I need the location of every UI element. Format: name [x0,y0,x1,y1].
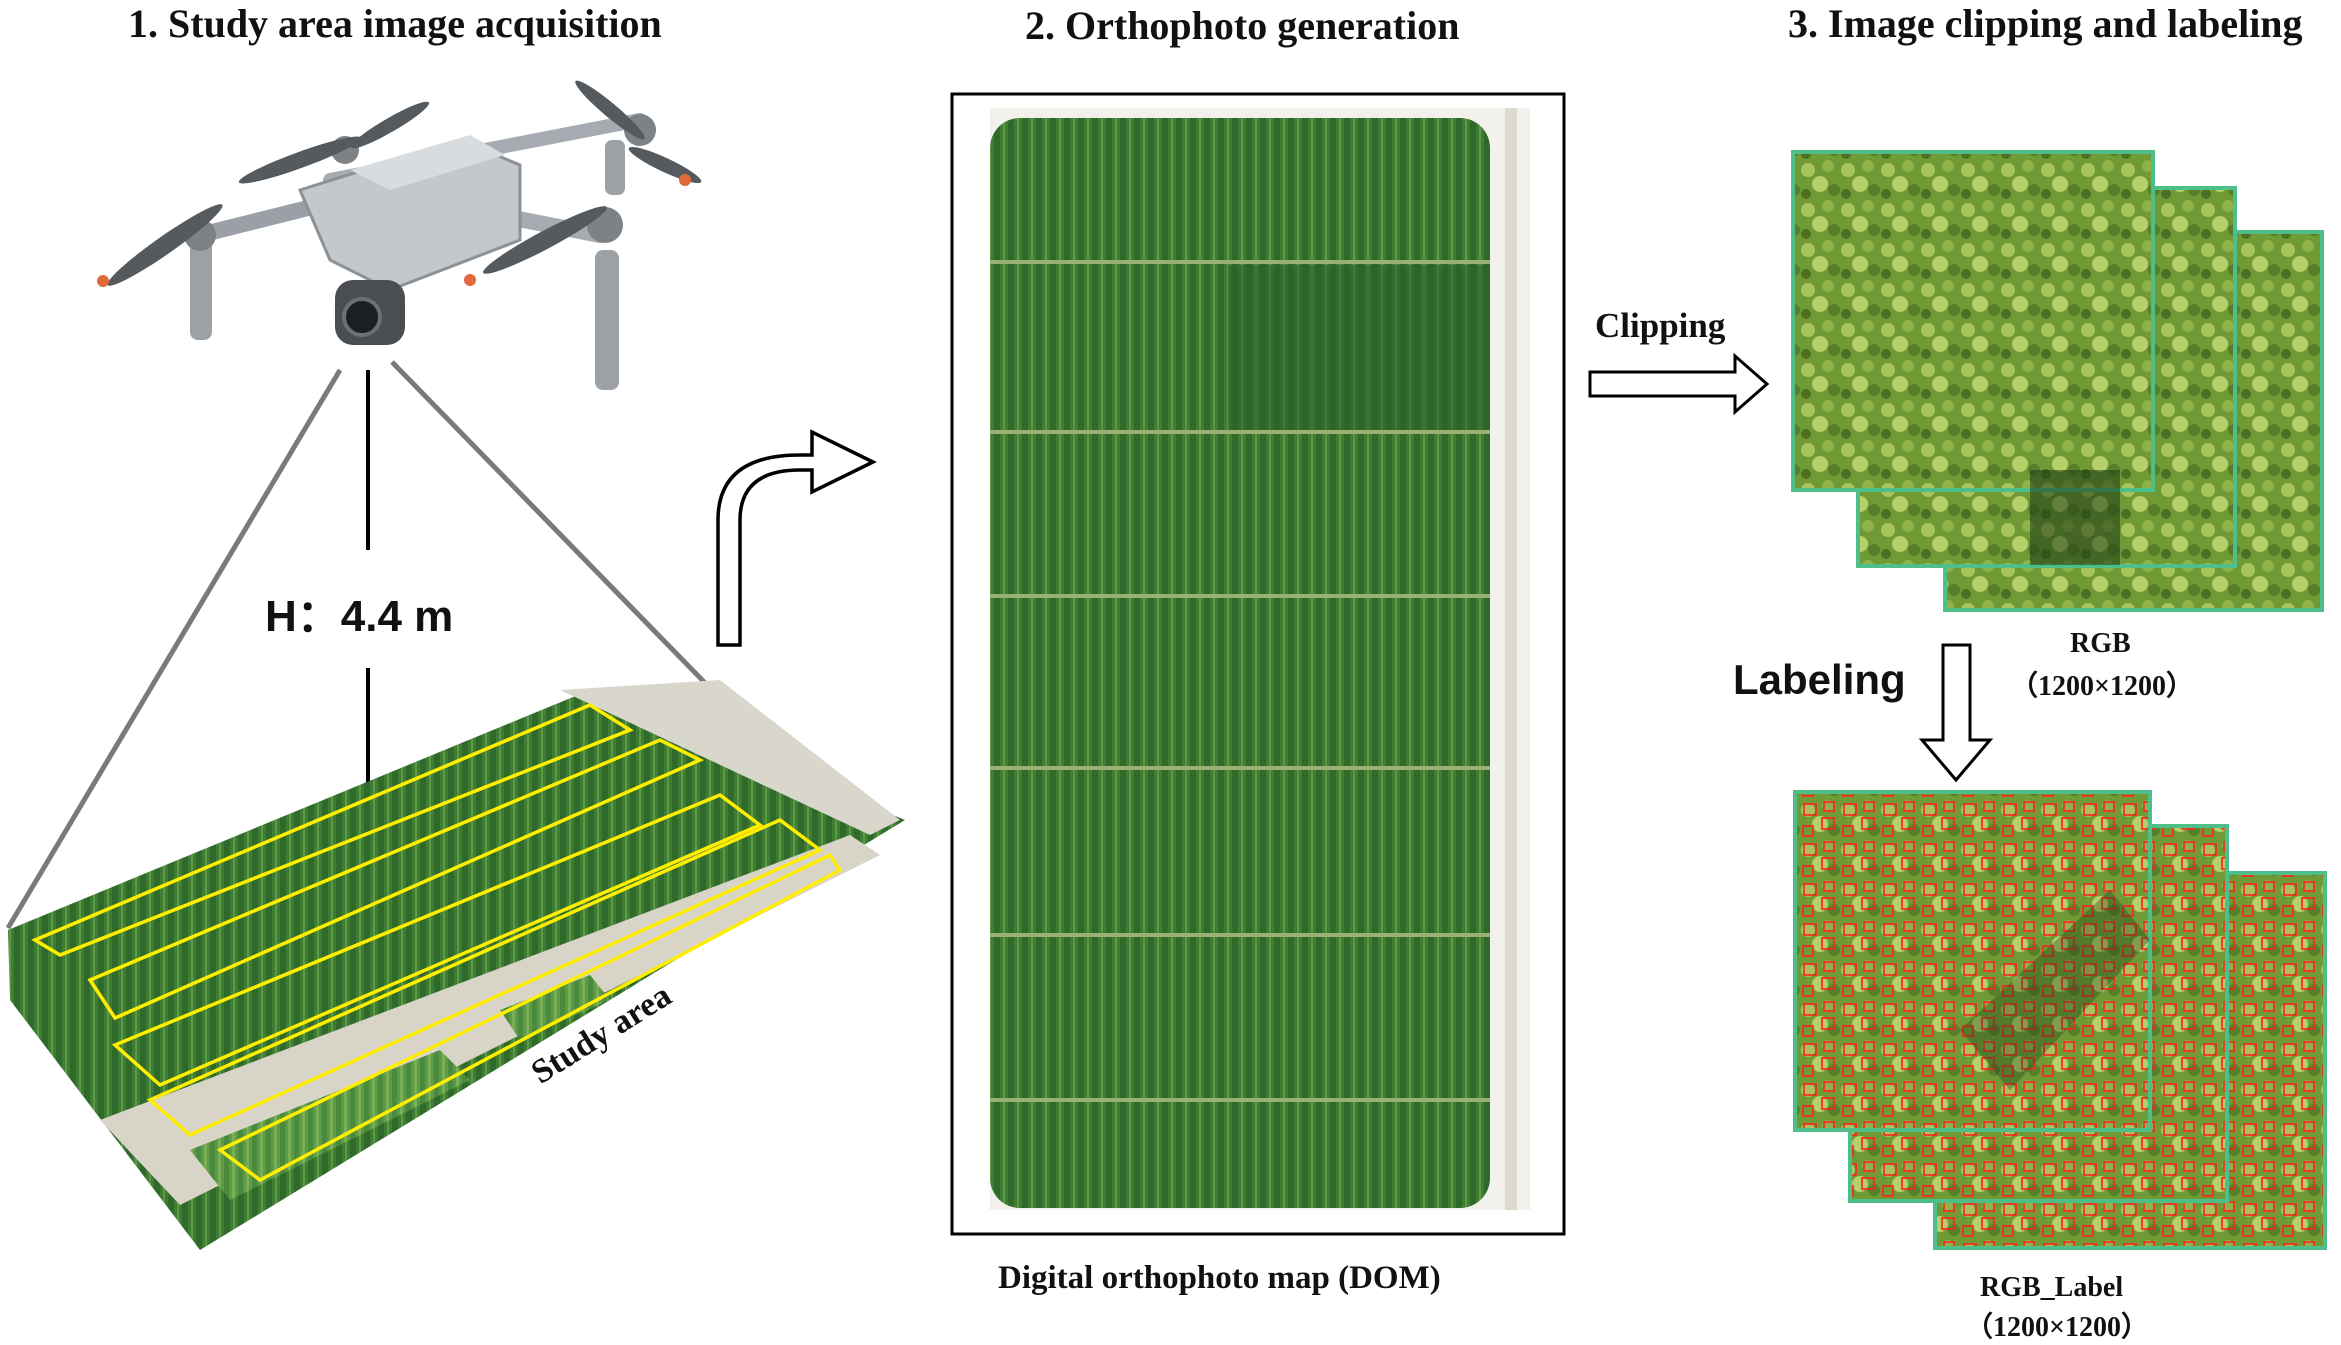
section-title-acquisition: 1. Study area image acquisition [128,1,662,46]
labeling-label: Labeling [1733,656,1906,703]
orthophoto-map [990,108,1530,1210]
section-title-clipping: 3. Image clipping and labeling [1788,1,2303,46]
rgb-tile-stack [1791,150,2324,612]
rgb-name-label: RGB [2070,628,2131,659]
dom-caption: Digital orthophoto map (DOM) [998,1260,1441,1296]
plot-outlines [31,703,843,1183]
label-tile-stack [1793,790,2327,1250]
drone-icon [97,80,702,390]
view-cone-left [5,368,343,930]
labeling-arrow-icon [1918,643,1994,783]
curved-arrow-icon [716,429,877,647]
label-size-label: （1200×1200） [1965,1312,2149,1343]
study-area-field [8,680,905,1250]
rgb-size-label: （1200×1200） [2010,671,2194,702]
height-label: H：4.4 m [265,592,454,641]
section-title-orthophoto: 2. Orthophoto generation [1025,3,1460,48]
label-name-label: RGB_Label [1980,1272,2124,1303]
clipping-label: Clipping [1595,306,1726,345]
clipping-arrow-icon [1588,352,1770,416]
